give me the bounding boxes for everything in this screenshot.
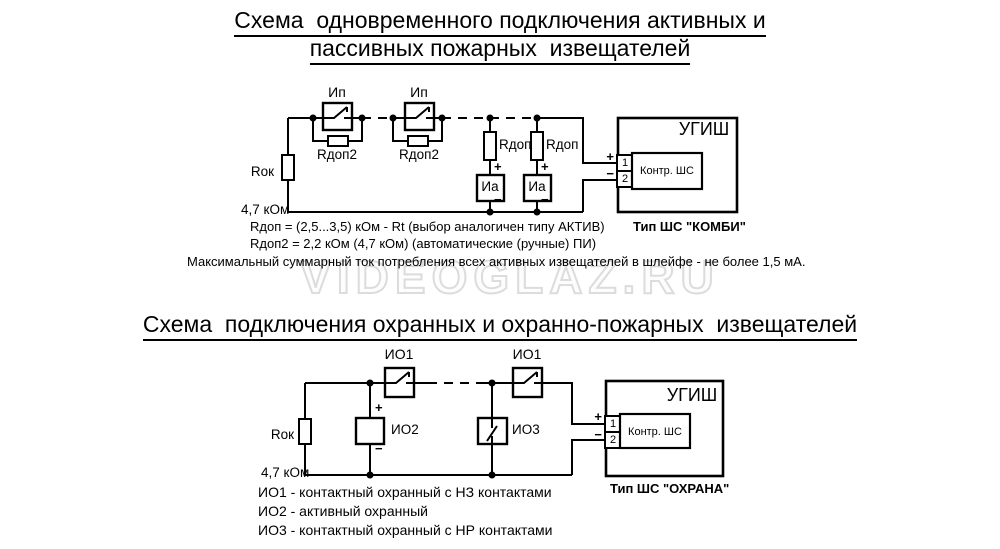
ugish-label-bottom: УГИШ — [666, 385, 718, 405]
bottom-wire-minus — [571, 439, 607, 475]
terminal-plus-bottom: + — [594, 409, 602, 424]
rok-value-bottom: 4,7 кОм — [261, 465, 310, 480]
io2-plus: + — [375, 400, 383, 415]
ia-minus-1: − — [494, 192, 502, 207]
io1-label-2: ИО1 — [512, 346, 542, 362]
bypass-loop-2 — [392, 118, 443, 142]
rok-name-bottom: Rок — [270, 427, 295, 442]
ia-label-1: Иа — [481, 179, 499, 194]
section1-title-line2: пассивных пожарных извещателей — [0, 35, 1000, 65]
junction-dots-top — [309, 114, 541, 216]
section2-title: Схема подключения охранных и охранно-пож… — [0, 311, 1000, 341]
io3-label: ИО3 — [512, 422, 540, 437]
legend-io2: ИО2 - активный охранный — [258, 503, 428, 519]
legend-io1: ИО1 - контактный охранный с НЗ контактам… — [258, 484, 552, 500]
switch-glyph-ip-1 — [323, 106, 352, 119]
rok-name-top: Rок — [250, 164, 275, 179]
rok-resistor-2 — [298, 418, 312, 445]
io2-label: ИО2 — [391, 422, 419, 437]
terminal-plus-top: + — [606, 149, 614, 164]
loop-type-kombi: Тип ШС "КОМБИ" — [633, 219, 746, 234]
bottom-circuit — [298, 366, 725, 479]
note-rdop: Rдоп = (2,5...3,5) кОм - Rt (выбор анало… — [250, 219, 605, 234]
terminal-2-label-bottom: 2 — [609, 434, 617, 446]
switch-glyph-io1-1 — [385, 371, 414, 384]
top-wire-minus — [582, 179, 618, 212]
rdop2-resistor-1 — [327, 135, 349, 147]
bypass-loop-1 — [312, 118, 363, 142]
ia-detector-box-1 — [475, 173, 506, 203]
rdop-resistor-1 — [483, 131, 497, 161]
section1-title-line1-text: Схема одновременного подключения активны… — [234, 7, 766, 37]
section1-title-line1: Схема одновременного подключения активны… — [0, 7, 1000, 37]
top-wire-solid — [288, 117, 618, 164]
loop-control-box-bottom — [618, 412, 692, 450]
terminal-2-label-top: 2 — [621, 173, 629, 185]
rok-label-block-bottom: Rок 4,7 кОм — [246, 406, 309, 501]
ia-detector-box-2 — [522, 173, 553, 203]
section2-title-text: Схема подключения охранных и охранно-пож… — [142, 311, 858, 341]
rok-value-top: 4,7 кОм — [241, 202, 290, 217]
loop-control-box-top — [630, 151, 704, 191]
note-rdop2: Rдоп2 = 2,2 кОм (4,7 кОм) (автоматически… — [250, 236, 597, 251]
switch-glyph-io1-2 — [513, 371, 542, 384]
ip-label-1: Ип — [328, 84, 346, 100]
rdop2-label-2: Rдоп2 — [399, 147, 439, 162]
terminal-1-label-top: 1 — [621, 157, 629, 169]
ugish-label-top: УГИШ — [678, 119, 730, 139]
ia-label-2: Иа — [528, 179, 546, 194]
terminal-1-label-bottom: 1 — [609, 418, 617, 430]
junction-dots-bottom — [366, 379, 496, 479]
loop-control-label-top: Контр. ШС — [640, 165, 694, 177]
terminal-minus-top: − — [606, 166, 614, 181]
ia-plus-1: + — [494, 159, 502, 174]
rdop-label-1: Rдоп — [499, 137, 532, 152]
switch-glyph-ip-2 — [405, 106, 434, 119]
io2-box — [354, 416, 386, 446]
watermark: VIDEOGLAZ.RU — [299, 250, 720, 304]
ip-detector-box-1 — [321, 101, 354, 132]
rdop-resistor-2 — [530, 131, 544, 161]
bottom-wire-solid — [305, 382, 607, 425]
top-wire-left-bottom — [287, 118, 583, 213]
io1-label-1: ИО1 — [384, 346, 414, 362]
terminal-minus-bottom: − — [594, 427, 602, 442]
ia-minus-2: − — [541, 192, 549, 207]
rdop-label-2: Rдоп — [546, 137, 579, 152]
note-max-current: Максимальный суммарный ток потребления в… — [187, 254, 806, 269]
switch-glyph-io3 — [486, 418, 498, 444]
loop-control-label-bottom: Контр. ШС — [628, 426, 682, 438]
rok-label-block-top: Rок 4,7 кОм — [226, 143, 289, 238]
ip-label-2: Ип — [410, 84, 428, 100]
rok-resistor — [281, 154, 295, 181]
top-circuit — [281, 101, 739, 216]
section1-title-line2-text: пассивных пожарных извещателей — [309, 35, 691, 65]
rdop2-resistor-2 — [407, 135, 429, 147]
io2-minus: − — [375, 441, 383, 456]
ia-plus-2: + — [541, 159, 549, 174]
legend-io3: ИО3 - контактный охранный с НР контактам… — [258, 522, 553, 538]
rdop2-label-1: Rдоп2 — [317, 147, 357, 162]
bottom-wire-left-bottom — [304, 383, 572, 476]
loop-type-ohrana: Тип ШС "ОХРАНА" — [610, 481, 730, 496]
